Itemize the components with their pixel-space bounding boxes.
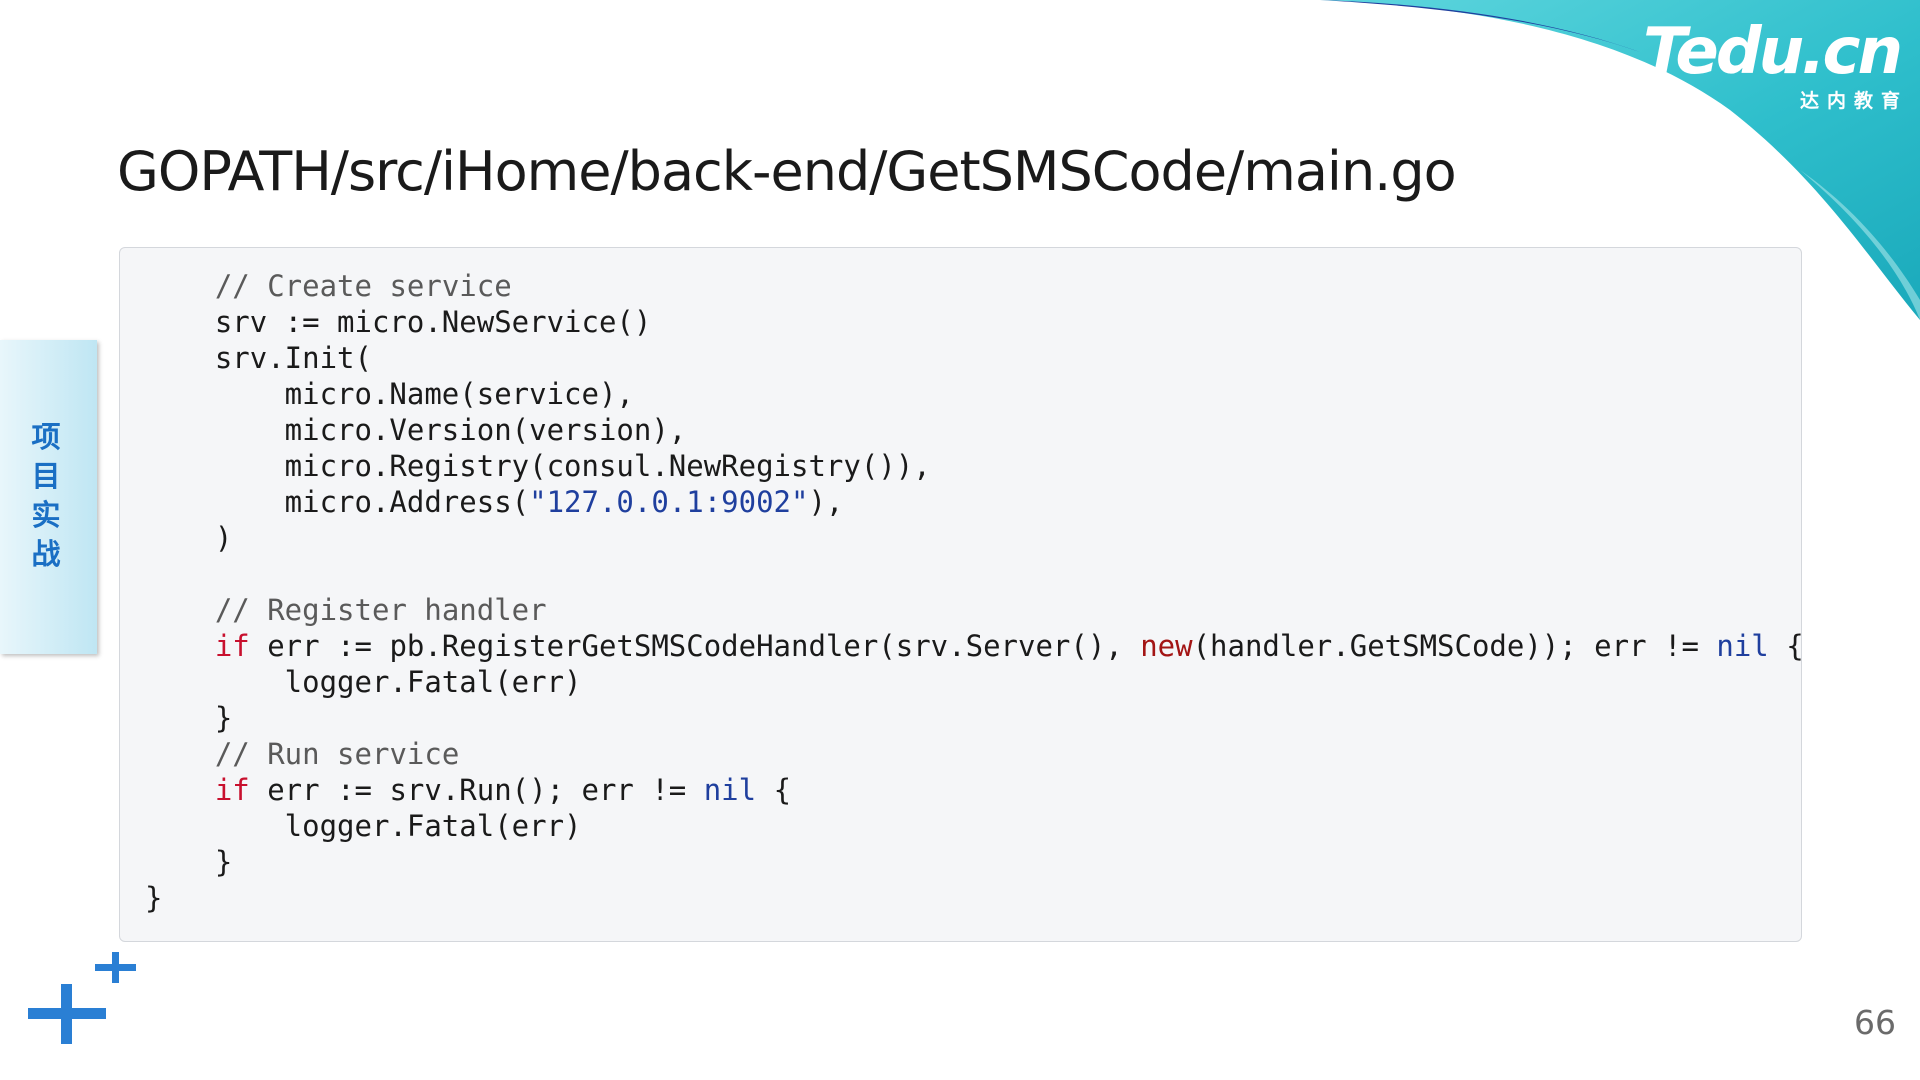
code-token: } bbox=[145, 881, 163, 915]
code-token: } bbox=[145, 701, 233, 735]
page-number: 66 bbox=[1854, 1003, 1896, 1042]
logo-subtitle: 达内教育 bbox=[1799, 90, 1908, 112]
code-line: micro.Name(service), bbox=[145, 376, 1804, 412]
code-line: if err := srv.Run(); err != nil { bbox=[145, 772, 1804, 808]
code-token-str: "127.0.0.1:9002" bbox=[529, 485, 809, 519]
code-token: srv := micro.NewService() bbox=[145, 305, 652, 339]
code-token-comment: // Run service bbox=[214, 737, 460, 771]
side-tab: 项目实战 bbox=[0, 340, 97, 654]
code-token bbox=[145, 269, 215, 303]
code-token-comment: // Register handler bbox=[214, 593, 547, 627]
code-token: { bbox=[756, 773, 792, 807]
code-token-nil: nil bbox=[703, 773, 757, 807]
code-line: logger.Fatal(err) bbox=[145, 664, 1804, 700]
code-token: micro.Version(version), bbox=[145, 413, 687, 447]
logo-name: Tedu.cn bbox=[1643, 15, 1903, 89]
code-line: // Register handler bbox=[145, 592, 1804, 628]
code-text: // Create service srv := micro.NewServic… bbox=[145, 268, 1804, 916]
code-token: } bbox=[145, 845, 233, 879]
side-tab-label: 项目实战 bbox=[31, 420, 61, 571]
code-token-kw: if bbox=[214, 629, 250, 663]
code-token: (handler.GetSMSCode)); err != bbox=[1192, 629, 1717, 663]
code-line: micro.Registry(consul.NewRegistry()), bbox=[145, 448, 1804, 484]
code-token-kw: if bbox=[214, 773, 250, 807]
code-line: // Run service bbox=[145, 736, 1804, 772]
code-token-comment: // Create service bbox=[214, 269, 512, 303]
code-token: { bbox=[1768, 629, 1804, 663]
code-token: logger.Fatal(err) bbox=[145, 809, 582, 843]
code-line: } bbox=[145, 844, 1804, 880]
plus-icon bbox=[28, 984, 106, 1044]
corner-swoosh-decoration bbox=[1320, 0, 1920, 320]
code-token-new: new bbox=[1140, 629, 1193, 663]
code-token: micro.Registry(consul.NewRegistry()), bbox=[145, 449, 931, 483]
code-block: // Create service srv := micro.NewServic… bbox=[119, 247, 1804, 942]
code-token-nil: nil bbox=[1716, 629, 1769, 663]
code-token: err := srv.Run(); err != bbox=[249, 773, 704, 807]
tedu-logo: Tedu.cn 达内教育 bbox=[1643, 15, 1903, 113]
code-line: micro.Address("127.0.0.1:9002"), bbox=[145, 484, 1804, 520]
code-line: srv.Init( bbox=[145, 340, 1804, 376]
code-token bbox=[145, 773, 215, 807]
code-token: micro.Name(service), bbox=[145, 377, 634, 411]
code-token: ) bbox=[145, 521, 233, 555]
code-token: err := pb.RegisterGetSMSCodeHandler(srv.… bbox=[249, 629, 1141, 663]
code-line: // Create service bbox=[145, 268, 1804, 304]
code-line: } bbox=[145, 880, 1804, 916]
page-title: GOPATH/src/iHome/back-end/GetSMSCode/mai… bbox=[117, 140, 1457, 203]
code-line: micro.Version(version), bbox=[145, 412, 1804, 448]
code-line: ) bbox=[145, 520, 1804, 556]
code-line: srv := micro.NewService() bbox=[145, 304, 1804, 340]
code-token: srv.Init( bbox=[145, 341, 372, 375]
code-token bbox=[145, 593, 215, 627]
code-line: } bbox=[145, 700, 1804, 736]
code-line: if err := pb.RegisterGetSMSCodeHandler(s… bbox=[145, 628, 1804, 664]
code-line bbox=[145, 556, 1804, 592]
code-token: logger.Fatal(err) bbox=[145, 665, 582, 699]
code-token bbox=[145, 737, 215, 771]
code-token: micro.Address( bbox=[145, 485, 530, 519]
code-token bbox=[145, 629, 215, 663]
code-line: logger.Fatal(err) bbox=[145, 808, 1804, 844]
small-plus-icon bbox=[95, 952, 136, 983]
code-token: ), bbox=[808, 485, 844, 519]
